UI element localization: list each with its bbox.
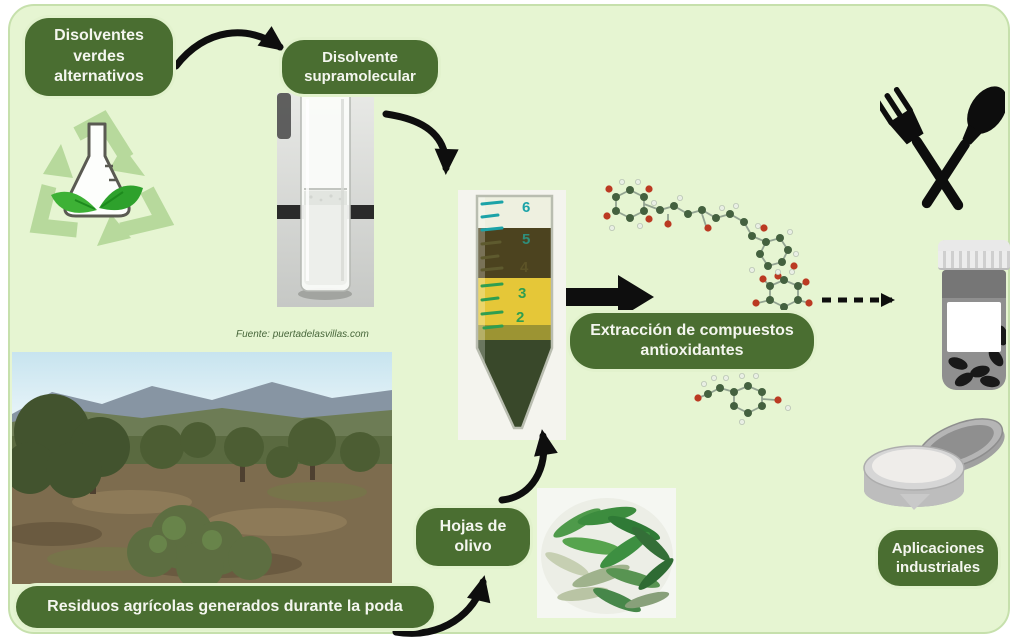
supramolecular-solvent-vial-photo (277, 93, 374, 307)
badge-green-solvents-line1: Disolventes (54, 27, 144, 45)
badge-supramolecular-line2: supramolecular (304, 68, 416, 85)
tube-tick-5: 5 (522, 231, 530, 248)
pill-bottle-label (947, 302, 1001, 352)
olive-leaves-photo (537, 488, 676, 618)
pill-bottle-icon (938, 240, 1010, 392)
recycle-arrowheads (43, 144, 145, 246)
badge-olive-leaves-line1: Hojas de (439, 517, 507, 535)
badge-supramolecular-solvent: Disolvente supramolecular (282, 40, 438, 94)
badge-green-solvents: Disolventes verdes alternativos (25, 18, 173, 96)
badge-extraction-line2: antioxidantes (640, 342, 744, 359)
source-credit: Fuente: puertadelasvillas.com (236, 329, 369, 340)
badge-antioxidant-extraction: Extracción de compuestos antioxidantes (570, 313, 814, 369)
badge-industrial-applications: Aplicaciones industriales (878, 530, 998, 586)
pill-bottle-cap (938, 240, 1010, 270)
recycling-flask-icon (29, 110, 175, 246)
badge-applications-line1: Aplicaciones (891, 539, 985, 557)
tube-tick-4: 4 (520, 259, 529, 276)
badge-residues-line1: Residuos agrícolas generados durante la … (47, 597, 403, 615)
centrifuge-tube-photo: 6 5 4 3 2 (458, 190, 566, 440)
badge-green-solvents-line3: alternativos (54, 68, 144, 86)
tube-tick-2: 2 (516, 309, 524, 326)
tube-tick-3: 3 (518, 285, 526, 302)
fork-spoon-icon (880, 86, 1005, 211)
badge-extraction-line1: Extracción de compuestos (590, 321, 794, 339)
badge-agricultural-residues: Residuos agrícolas generados durante la … (16, 586, 434, 628)
badge-olive-leaves-line2: olivo (454, 538, 492, 555)
pill-bottle-body (942, 270, 1006, 390)
badge-olive-leaves: Hojas de olivo (416, 508, 530, 566)
tube-tick-6: 6 (522, 199, 530, 216)
leaf-icon (51, 185, 143, 213)
olive-leaves (545, 506, 674, 613)
badge-green-solvents-line2: verdes (73, 47, 125, 65)
olive-grove-photo (12, 352, 392, 584)
cosmetic-tin-icon (863, 418, 1005, 510)
badge-applications-line2: industriales (895, 559, 981, 576)
badge-supramolecular-line1: Disolvente (322, 48, 398, 66)
recycle-arrows-icon (29, 110, 175, 238)
